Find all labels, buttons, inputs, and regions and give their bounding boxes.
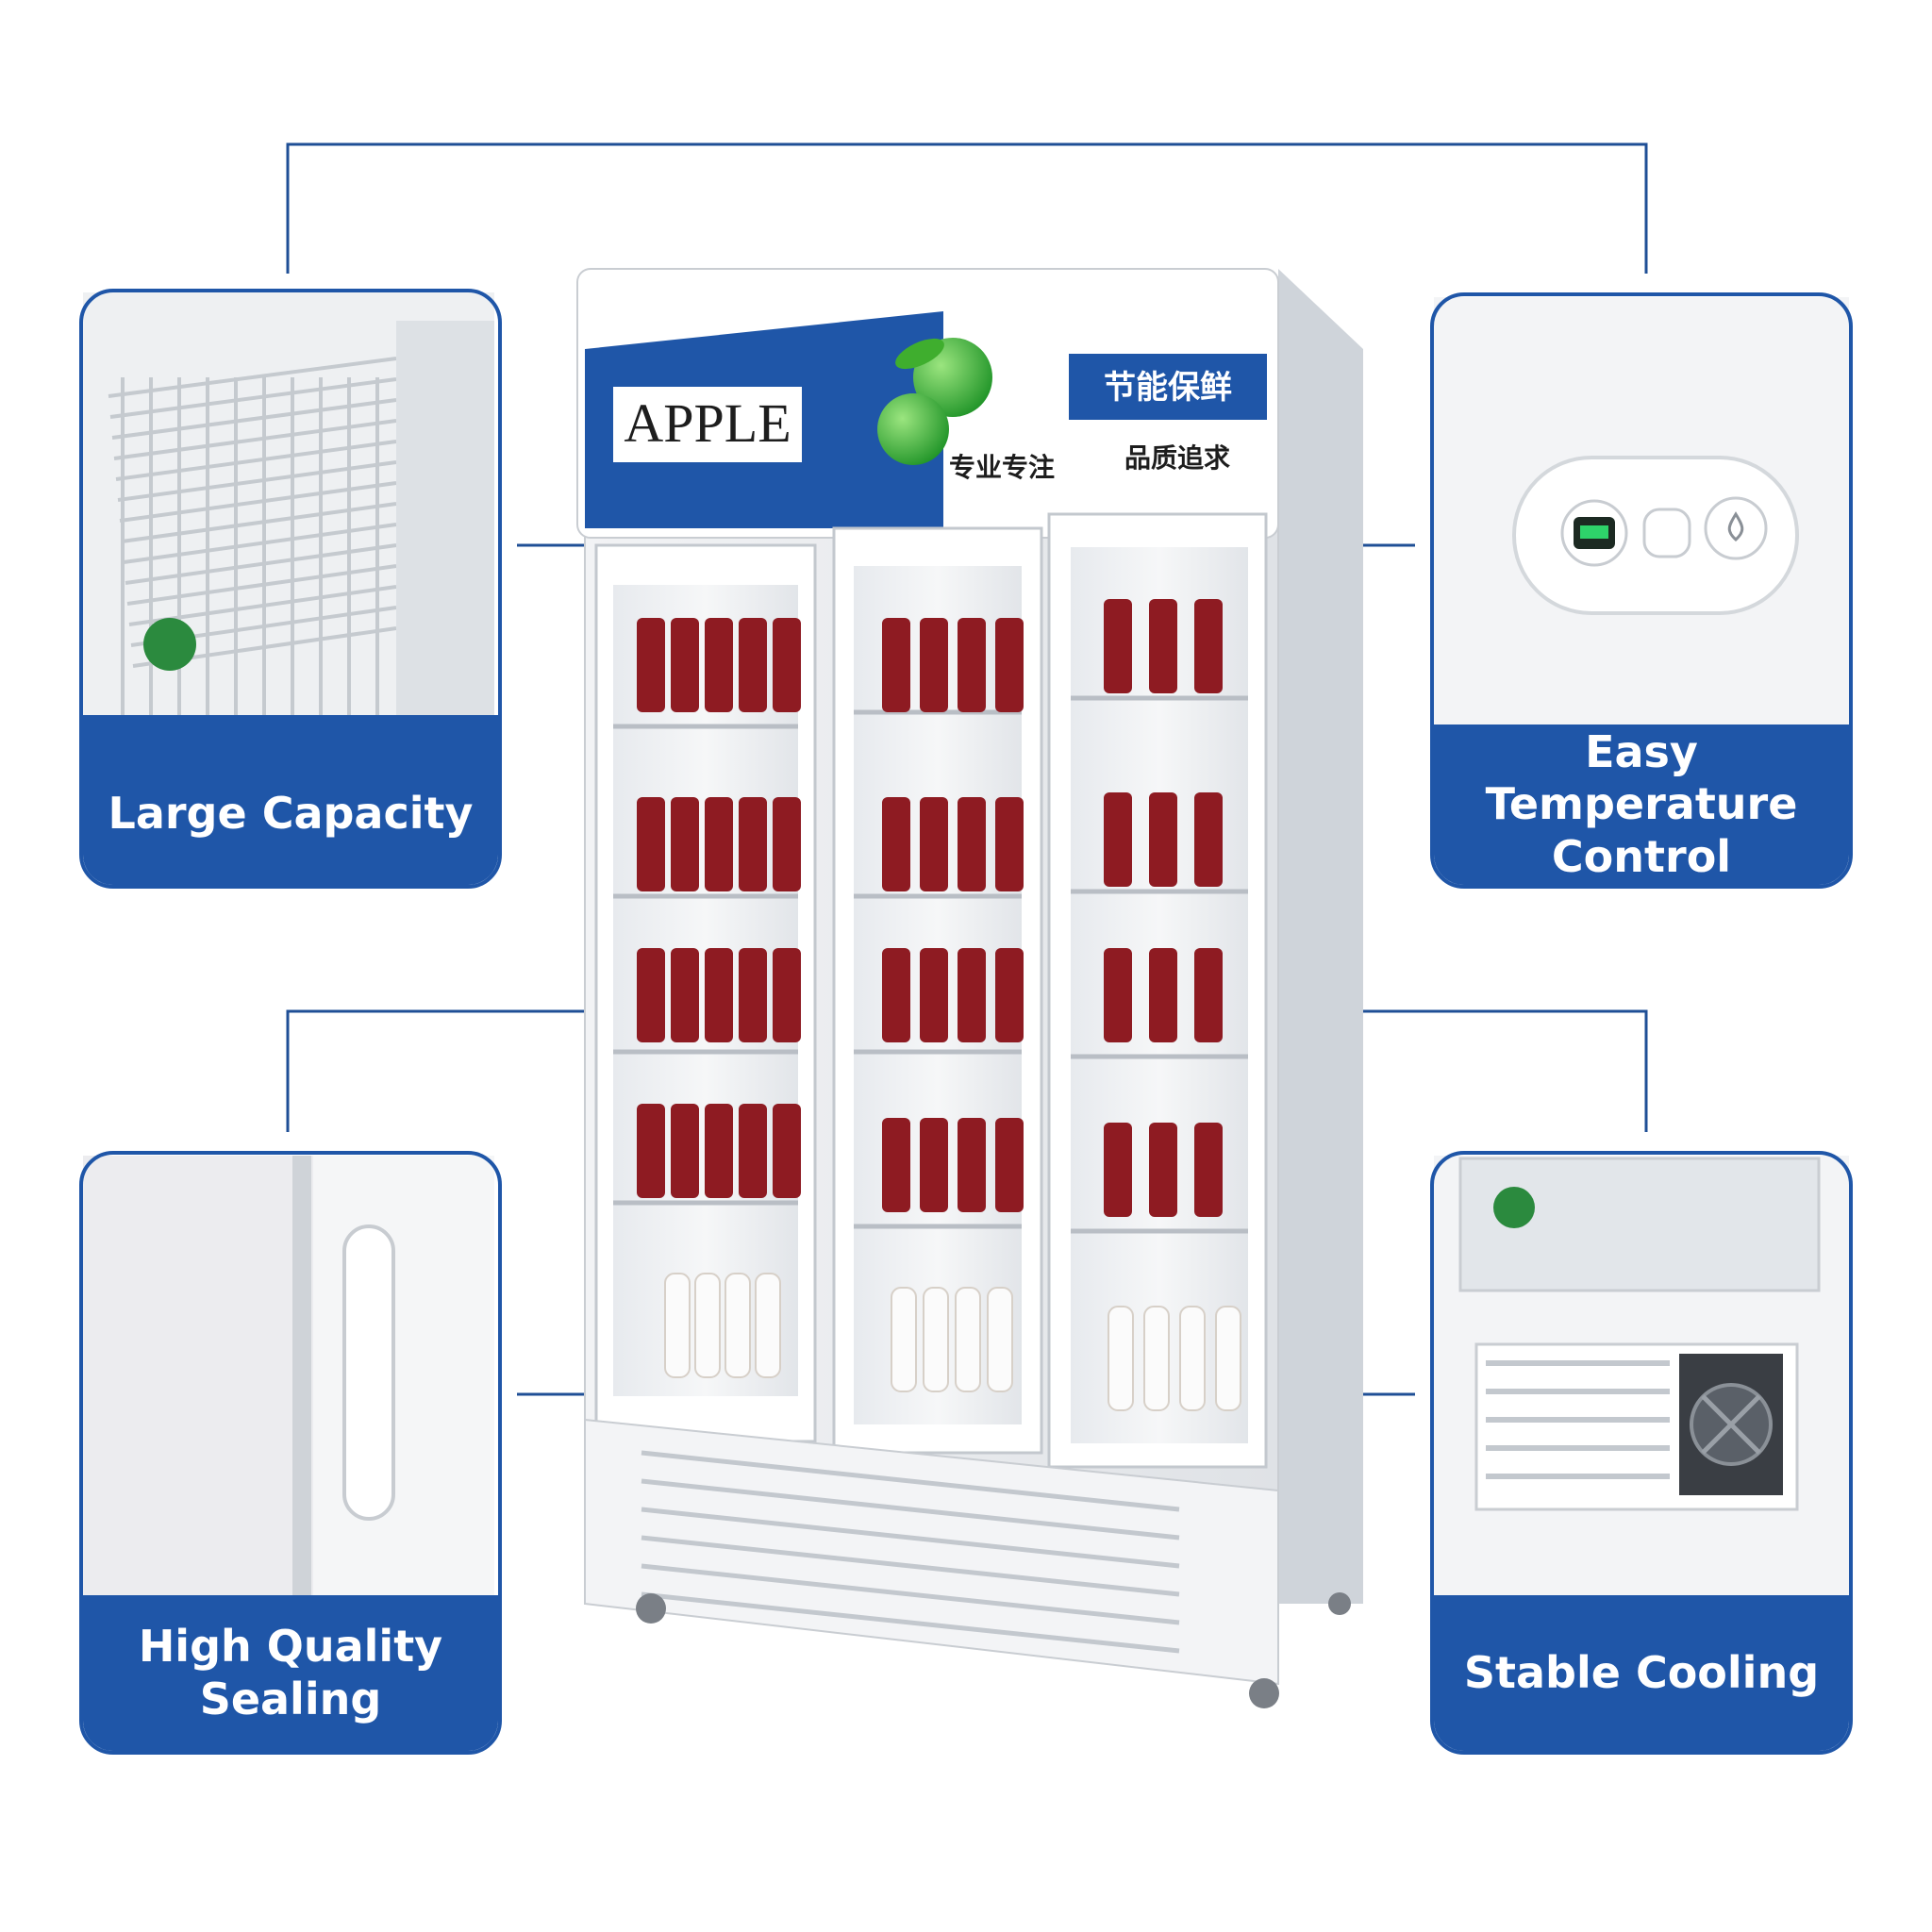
- beverage-can: [995, 618, 1024, 712]
- header-panel: APPLE 节能保鲜 专业专注 品质追求: [576, 268, 1279, 539]
- feature-label-stable-cooling: Stable Cooling: [1463, 1646, 1820, 1698]
- feature-card-stable-cooling: Stable Cooling: [1430, 1151, 1853, 1755]
- water-bottle: [987, 1287, 1013, 1392]
- water-bottle: [1179, 1306, 1206, 1411]
- beverage-can: [1194, 792, 1223, 887]
- vent-photo: [1434, 1156, 1849, 1599]
- shelf-wire: [108, 357, 397, 398]
- water-bottle: [694, 1273, 721, 1378]
- beverage-can: [958, 618, 986, 712]
- beverage-can: [920, 618, 948, 712]
- beverage-can: [671, 1104, 699, 1198]
- beverage-can: [739, 1104, 767, 1198]
- water-bottle: [724, 1273, 751, 1378]
- beverage-can: [995, 797, 1024, 891]
- beverage-can: [705, 1104, 733, 1198]
- beverage-can: [920, 1118, 948, 1212]
- feature-card-high-quality-sealing: High Quality Sealing: [79, 1151, 502, 1755]
- water-bottle: [1215, 1306, 1241, 1411]
- beverage-can: [739, 948, 767, 1042]
- shelf-photo: [83, 292, 494, 736]
- beverage-can: [705, 797, 733, 891]
- beverage-can: [739, 618, 767, 712]
- water-bottle: [755, 1273, 781, 1378]
- beverage-can: [920, 797, 948, 891]
- beverage-can: [1104, 599, 1132, 693]
- beverage-can: [705, 618, 733, 712]
- beverage-can: [1194, 1123, 1223, 1217]
- shelf-wire: [125, 543, 397, 585]
- beverage-can: [995, 1118, 1024, 1212]
- beverage-cans: [637, 599, 1223, 1217]
- beverage-can: [958, 948, 986, 1042]
- beverage-can: [1104, 792, 1132, 887]
- water-bottles: [664, 1273, 1241, 1411]
- beverage-can: [958, 797, 986, 891]
- beverage-can: [637, 948, 665, 1042]
- feature-card-large-capacity: Large Capacity: [79, 289, 502, 889]
- glass-doors: [594, 512, 1268, 1469]
- card-label-bg: [1434, 1595, 1849, 1751]
- card-label-bg: [83, 715, 498, 885]
- brand-label: APPLE: [624, 392, 791, 454]
- control-panel-photo: [1434, 297, 1849, 741]
- water-bottle: [1143, 1306, 1170, 1411]
- display-fridge: APPLE 节能保鲜 专业专注 品质追求: [576, 268, 1363, 1708]
- beverage-can: [882, 1118, 910, 1212]
- beverage-can: [671, 618, 699, 712]
- card-label-bg: [1434, 724, 1849, 885]
- water-bottle: [1108, 1306, 1134, 1411]
- beverage-can: [705, 948, 733, 1042]
- slogan-right: 品质追求: [1124, 442, 1230, 474]
- water-bottle: [891, 1287, 917, 1392]
- beverage-can: [739, 797, 767, 891]
- water-bottle: [664, 1273, 691, 1378]
- shelf-wire: [126, 564, 397, 606]
- beverage-can: [637, 797, 665, 891]
- beverage-can: [1104, 948, 1132, 1042]
- caster-wheel: [636, 1593, 666, 1624]
- beverage-can: [671, 797, 699, 891]
- feature-label-large-capacity: Large Capacity: [108, 788, 474, 840]
- feature-card-temperature-control: Easy Temperature Control: [1430, 292, 1853, 889]
- slogan-left: 专业专注: [949, 452, 1055, 483]
- beverage-can: [773, 948, 801, 1042]
- feature-label-temperature-control: Easy Temperature Control: [1485, 726, 1798, 882]
- beverage-can: [671, 948, 699, 1042]
- beverage-can: [637, 618, 665, 712]
- beverage-can: [1149, 948, 1177, 1042]
- beverage-can: [1149, 1123, 1177, 1217]
- beverage-can: [1194, 948, 1223, 1042]
- beverage-can: [1194, 599, 1223, 693]
- beverage-can: [958, 1118, 986, 1212]
- beverage-can: [882, 797, 910, 891]
- beverage-can: [920, 948, 948, 1042]
- beverage-can: [773, 797, 801, 891]
- beverage-can: [1149, 599, 1177, 693]
- feature-label-high-quality-sealing: High Quality Sealing: [138, 1621, 443, 1724]
- card-label-bg: [83, 1595, 498, 1751]
- beverage-can: [773, 618, 801, 712]
- door-handle-photo: [83, 1156, 494, 1604]
- slogan-top: 节能保鲜: [1104, 369, 1232, 407]
- beverage-can: [637, 1104, 665, 1198]
- beverage-can: [882, 948, 910, 1042]
- water-bottle: [955, 1287, 981, 1392]
- water-bottle: [923, 1287, 949, 1392]
- beverage-can: [773, 1104, 801, 1198]
- beverage-can: [1104, 1123, 1132, 1217]
- beverage-can: [882, 618, 910, 712]
- beverage-can: [995, 948, 1024, 1042]
- base-vent: [584, 1418, 1351, 1708]
- beverage-can: [1149, 792, 1177, 887]
